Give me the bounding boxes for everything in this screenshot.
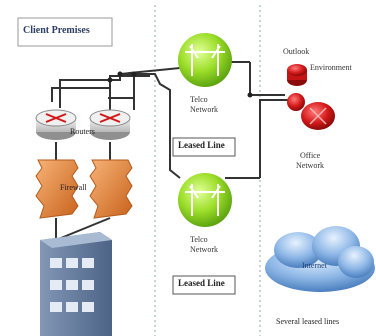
router-label-line1: Outlook: [283, 47, 310, 56]
office-network-line1: Office: [300, 151, 321, 160]
server-building-icon: [40, 232, 112, 336]
footer-caption: Several leased lines: [276, 317, 340, 326]
junction-dots: [107, 71, 253, 98]
red-router-icon-large: [287, 93, 335, 130]
telco-globe-icon-top: [178, 33, 232, 87]
router-label-line2: Environment: [310, 63, 352, 72]
diagram-title: Client Premises: [23, 25, 90, 36]
telco-bottom-name-line1: Telco: [190, 235, 208, 244]
router-icon-left: [35, 109, 77, 140]
connection-lines: [51, 61, 292, 241]
office-network-line2: Network: [296, 161, 324, 170]
firewall-label: Firewall: [60, 183, 87, 192]
cloud-label: Internet: [302, 261, 327, 270]
title-box: [17, 17, 113, 47]
telco-globe-icon-bottom: [178, 173, 232, 227]
internet-cloud-icon: [265, 226, 375, 292]
telco-top-name-line1: Telco: [190, 95, 208, 104]
firewall-icon-right: [89, 159, 133, 219]
firewall-icon-left: [35, 159, 79, 219]
red-router-icon-small: [287, 64, 307, 86]
telco-top-name-line2: Network: [190, 105, 218, 114]
leased-line-label-top: Leased Line: [178, 140, 225, 150]
telco-bottom-name-line2: Network: [190, 245, 218, 254]
routers-label: Routers: [70, 127, 95, 136]
leased-line-box-top: [172, 137, 236, 157]
router-icon-right: [89, 109, 131, 140]
leased-line-label-bottom: Leased Line: [178, 278, 225, 288]
leased-line-box-bottom: [172, 275, 236, 295]
